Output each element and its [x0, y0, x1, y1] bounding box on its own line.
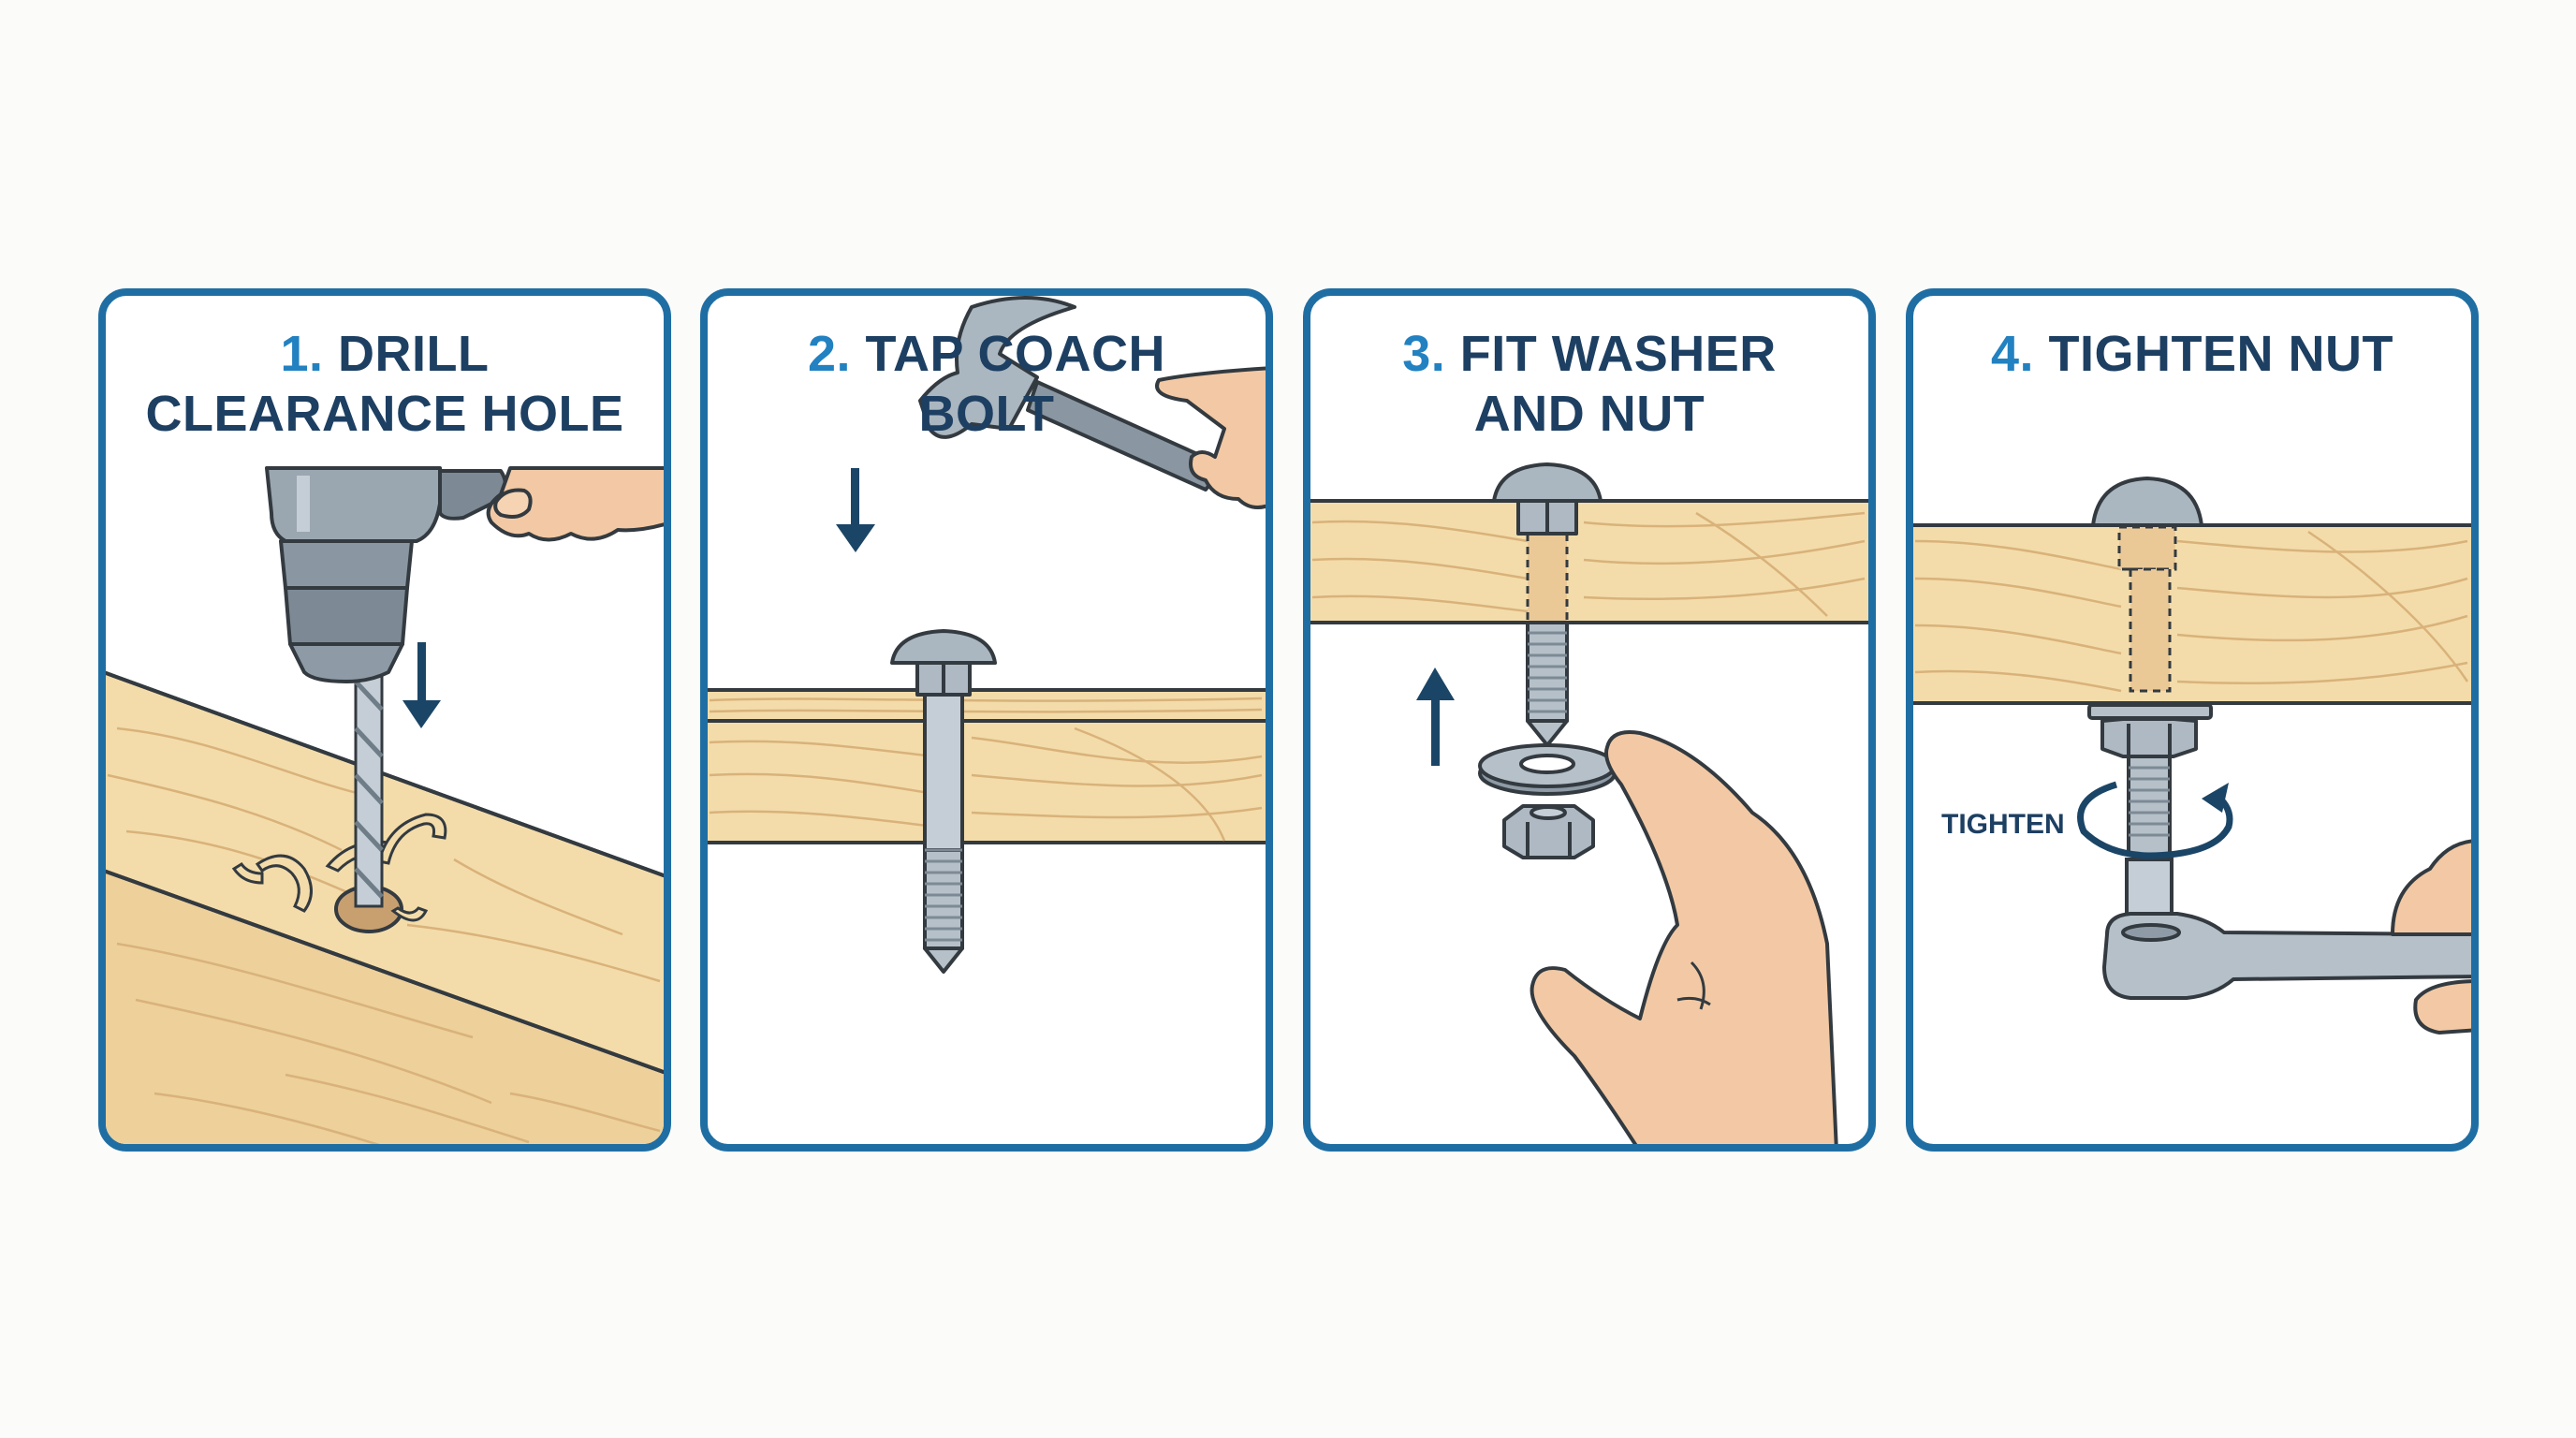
hammer-illustration: [708, 296, 1266, 974]
washer: [1478, 743, 1617, 796]
arrow-down-icon: [836, 468, 875, 552]
hand: [1530, 730, 1838, 1144]
wrench: [2102, 912, 2471, 1000]
hand: [2391, 839, 2471, 1034]
timber-board: [1913, 523, 2471, 705]
step-title-2: 2. TAP COACH BOLT: [708, 324, 1266, 444]
step-title-line2: BOLT: [918, 386, 1055, 442]
step-title-line2: AND NUT: [1473, 386, 1705, 442]
wood-grain: [1311, 511, 1866, 617]
step-panel-1: 1. DRILL CLEARANCE HOLE: [98, 288, 671, 1152]
hidden-bolt-shank: [1526, 532, 1569, 624]
wood-grain: [1914, 530, 2469, 693]
step-number: 1.: [280, 326, 324, 382]
step-title-line1: TAP COACH: [865, 326, 1166, 382]
step-title-4: 4. TIGHTEN NUT: [1913, 324, 2471, 384]
hex-nut: [1502, 804, 1595, 859]
step-number: 4.: [1990, 326, 2035, 382]
coach-bolt-head: [2090, 476, 2204, 527]
hidden-bolt-shank: [2129, 567, 2172, 693]
step-title-1: 1. DRILL CLEARANCE HOLE: [106, 324, 664, 444]
rotate-clockwise-icon: [2077, 781, 2233, 859]
drill-illustration: [106, 466, 664, 1144]
drill-bit: [354, 652, 384, 908]
hammer: [918, 296, 1226, 492]
step-panel-2: 2. TAP COACH BOLT: [700, 288, 1273, 1152]
hand: [486, 466, 664, 542]
washer-nut-illustration: [1310, 462, 1868, 1144]
coach-bolt: [1492, 462, 1603, 747]
wrench-illustration: [1913, 476, 2471, 1034]
drill-body: [265, 466, 507, 683]
step-number: 3.: [1402, 326, 1446, 382]
arrow-up-icon: [1416, 668, 1455, 766]
step-title-3: 3. FIT WASHER AND NUT: [1310, 324, 1868, 444]
step-title-line1: FIT WASHER: [1459, 326, 1777, 382]
coach-bolt: [890, 629, 997, 974]
step-panel-3: 3. FIT WASHER AND NUT: [1303, 288, 1876, 1152]
step-number: 2.: [807, 326, 851, 382]
timber-board: [708, 688, 1266, 844]
step-title-line2: CLEARANCE HOLE: [145, 386, 624, 442]
step-title-line1: TIGHTEN NUT: [2048, 326, 2394, 382]
hand: [1155, 366, 1266, 509]
step-panel-4: 4. TIGHTEN NUT: [1906, 288, 2479, 1152]
washer-and-nut: [2087, 703, 2213, 857]
wood-grain: [107, 726, 661, 1144]
arrow-down-icon: [402, 642, 441, 728]
tighten-annotation: TIGHTEN: [1941, 809, 2065, 840]
step-title-line1: DRILL: [338, 326, 490, 382]
